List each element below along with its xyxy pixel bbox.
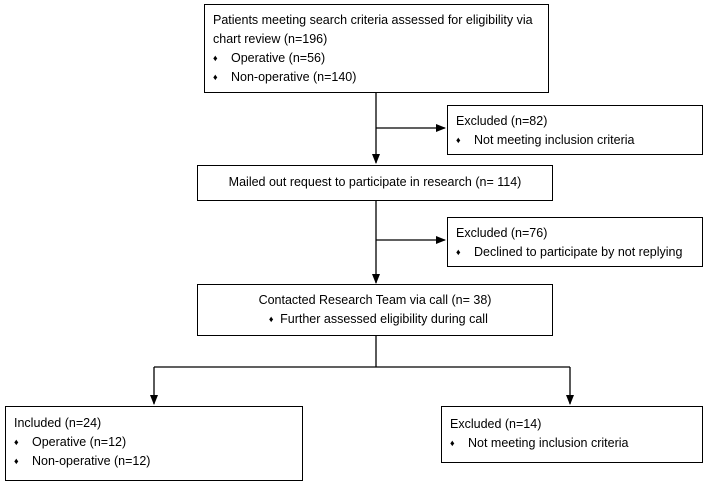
mailed-title: Mailed out request to participate in res… [228, 175, 522, 189]
mailed-box: Mailed out request to participate in res… [197, 165, 553, 201]
excluded-3-title: Excluded (n=14) [450, 417, 542, 431]
included-item-operative: Operative (n=12) [32, 435, 127, 449]
excluded-2-title: Excluded (n=76) [456, 226, 548, 240]
list-item: ♦ Not meeting inclusion criteria [456, 131, 694, 150]
screening-title: Patients meeting search criteria assesse… [213, 13, 533, 46]
diamond-bullet-icon: ♦ [450, 438, 455, 448]
screening-item-non-operative: Non-operative (n=140) [231, 70, 357, 84]
diamond-bullet-icon: ♦ [213, 72, 218, 82]
excluded-3-item: Not meeting inclusion criteria [468, 436, 629, 450]
excluded-1-box: Excluded (n=82) ♦ Not meeting inclusion … [447, 105, 703, 155]
excluded-2-box: Excluded (n=76) ♦ Declined to participat… [447, 217, 703, 267]
diamond-bullet-icon: ♦ [456, 135, 461, 145]
screening-item-operative: Operative (n=56) [231, 51, 326, 65]
list-item: ♦ Further assessed eligibility during ca… [206, 310, 544, 329]
excluded-2-item: Declined to participate by not replying [474, 245, 683, 259]
excluded-3-box: Excluded (n=14) ♦ Not meeting inclusion … [441, 406, 703, 463]
diamond-bullet-icon: ♦ [456, 247, 461, 257]
diamond-bullet-icon: ♦ [268, 314, 274, 324]
list-item: ♦ Not meeting inclusion criteria [450, 434, 694, 453]
excluded-1-title: Excluded (n=82) [456, 114, 548, 128]
contacted-title: Contacted Research Team via call (n= 38) [258, 293, 492, 307]
list-item: ♦ Operative (n=12) [14, 433, 294, 452]
diamond-bullet-icon: ♦ [213, 53, 218, 63]
excluded-1-item: Not meeting inclusion criteria [474, 133, 635, 147]
list-item: ♦ Operative (n=56) [213, 49, 540, 68]
list-item: ♦ Non-operative (n=140) [213, 68, 540, 87]
screening-box: Patients meeting search criteria assesse… [204, 4, 549, 93]
list-item: ♦ Non-operative (n=12) [14, 452, 294, 471]
list-item: ♦ Declined to participate by not replyin… [456, 243, 694, 262]
diamond-bullet-icon: ♦ [14, 437, 19, 447]
included-box: Included (n=24) ♦ Operative (n=12) ♦ Non… [5, 406, 303, 481]
diamond-bullet-icon: ♦ [14, 456, 19, 466]
included-item-non-operative: Non-operative (n=12) [32, 454, 151, 468]
contacted-box: Contacted Research Team via call (n= 38)… [197, 284, 553, 336]
contacted-item: Further assessed eligibility during call [280, 312, 488, 326]
included-title: Included (n=24) [14, 416, 102, 430]
